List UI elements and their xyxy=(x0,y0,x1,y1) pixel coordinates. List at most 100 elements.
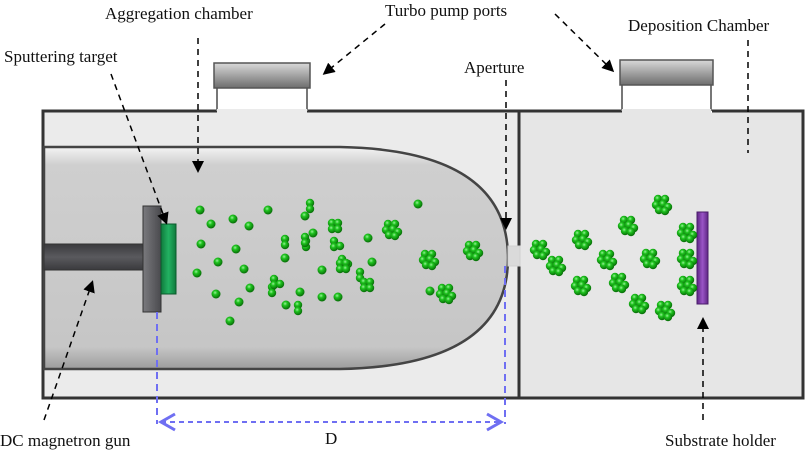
atom xyxy=(685,287,695,297)
distance-dimension xyxy=(156,266,506,432)
aperture xyxy=(507,245,521,267)
atom xyxy=(365,283,375,293)
deposition-chamber-body xyxy=(517,109,805,400)
large-cluster xyxy=(381,219,403,241)
deposited-cluster xyxy=(617,215,639,237)
deposited-cluster xyxy=(529,239,551,261)
label-deposition-chamber: Deposition Chamber xyxy=(628,16,770,35)
deposited-cluster xyxy=(571,229,593,251)
atom xyxy=(427,261,437,271)
atom xyxy=(425,286,435,296)
atom xyxy=(365,277,375,287)
atom xyxy=(192,268,202,278)
atom xyxy=(317,265,327,275)
cluster xyxy=(359,277,375,293)
label-distance-d: D xyxy=(325,429,337,448)
deposited-cluster xyxy=(676,248,698,270)
leader-turbo-pump-2 xyxy=(554,13,615,73)
atom xyxy=(626,227,636,237)
deposited-cluster xyxy=(596,249,618,271)
label-substrate-holder: Substrate holder xyxy=(665,431,776,450)
atom xyxy=(300,238,310,248)
small-cluster xyxy=(280,234,290,250)
deposited-cluster xyxy=(651,194,673,216)
atom xyxy=(617,284,627,294)
atom xyxy=(305,204,315,214)
atom xyxy=(333,224,343,234)
atom xyxy=(195,205,205,215)
large-cluster xyxy=(435,283,457,305)
atom xyxy=(329,236,339,246)
atom xyxy=(359,283,369,293)
atom xyxy=(327,218,337,228)
deposited-cluster xyxy=(570,275,592,297)
label-dc-magnetron-gun: DC magnetron gun xyxy=(0,431,131,450)
atom xyxy=(281,300,291,310)
atom xyxy=(244,221,254,231)
atom xyxy=(225,316,235,326)
small-cluster xyxy=(269,274,285,290)
atom xyxy=(390,231,400,241)
turbo-pump-port-1 xyxy=(213,62,311,113)
atom xyxy=(196,239,206,249)
atom xyxy=(580,241,590,251)
cluster xyxy=(327,218,343,234)
small-cluster xyxy=(305,198,315,214)
sputtering-target xyxy=(160,223,177,295)
atom xyxy=(355,267,365,277)
substrate-holder xyxy=(696,211,709,305)
atom xyxy=(295,287,305,297)
large-cluster xyxy=(462,240,484,262)
atom xyxy=(245,283,255,293)
atom xyxy=(280,240,290,250)
atom xyxy=(305,198,315,208)
atom xyxy=(228,214,238,224)
atom xyxy=(359,277,369,287)
atom xyxy=(335,264,345,274)
atom xyxy=(341,258,351,268)
atom xyxy=(234,297,244,307)
deposited-cluster xyxy=(654,300,676,322)
label-turbo-pump-ports: Turbo pump ports xyxy=(385,1,507,20)
leader-turbo-pump-1 xyxy=(322,23,386,75)
atom xyxy=(280,234,290,244)
atom xyxy=(231,244,241,254)
atom xyxy=(685,260,695,270)
atom xyxy=(335,258,345,268)
atom xyxy=(293,300,303,310)
large-cluster xyxy=(418,249,440,271)
atom xyxy=(660,206,670,216)
atom xyxy=(280,253,290,263)
deposited-cluster xyxy=(639,248,661,270)
deposited-cluster xyxy=(545,255,567,277)
deposited-cluster xyxy=(676,222,698,244)
atom xyxy=(648,260,658,270)
small-cluster xyxy=(329,236,345,252)
atom xyxy=(293,306,303,316)
atom xyxy=(327,224,337,234)
atom xyxy=(213,257,223,267)
atom xyxy=(637,305,647,315)
atom xyxy=(300,232,310,242)
deposited-cluster xyxy=(676,275,698,297)
deposited-cluster xyxy=(628,293,650,315)
atom xyxy=(239,264,249,274)
atom xyxy=(413,199,423,209)
small-cluster xyxy=(300,232,310,248)
cluster xyxy=(335,258,351,274)
atom xyxy=(579,287,589,297)
atom xyxy=(269,274,279,284)
atom xyxy=(308,228,318,238)
atom xyxy=(444,295,454,305)
atom xyxy=(335,241,345,251)
atom xyxy=(267,288,277,298)
small-cluster xyxy=(355,267,365,283)
turbo-pump-port-2 xyxy=(619,59,714,113)
label-sputtering-target: Sputtering target xyxy=(4,47,118,66)
particles xyxy=(192,194,698,326)
atom xyxy=(554,267,564,277)
atom xyxy=(333,292,343,302)
label-aperture: Aperture xyxy=(464,58,524,77)
small-cluster xyxy=(293,300,303,316)
